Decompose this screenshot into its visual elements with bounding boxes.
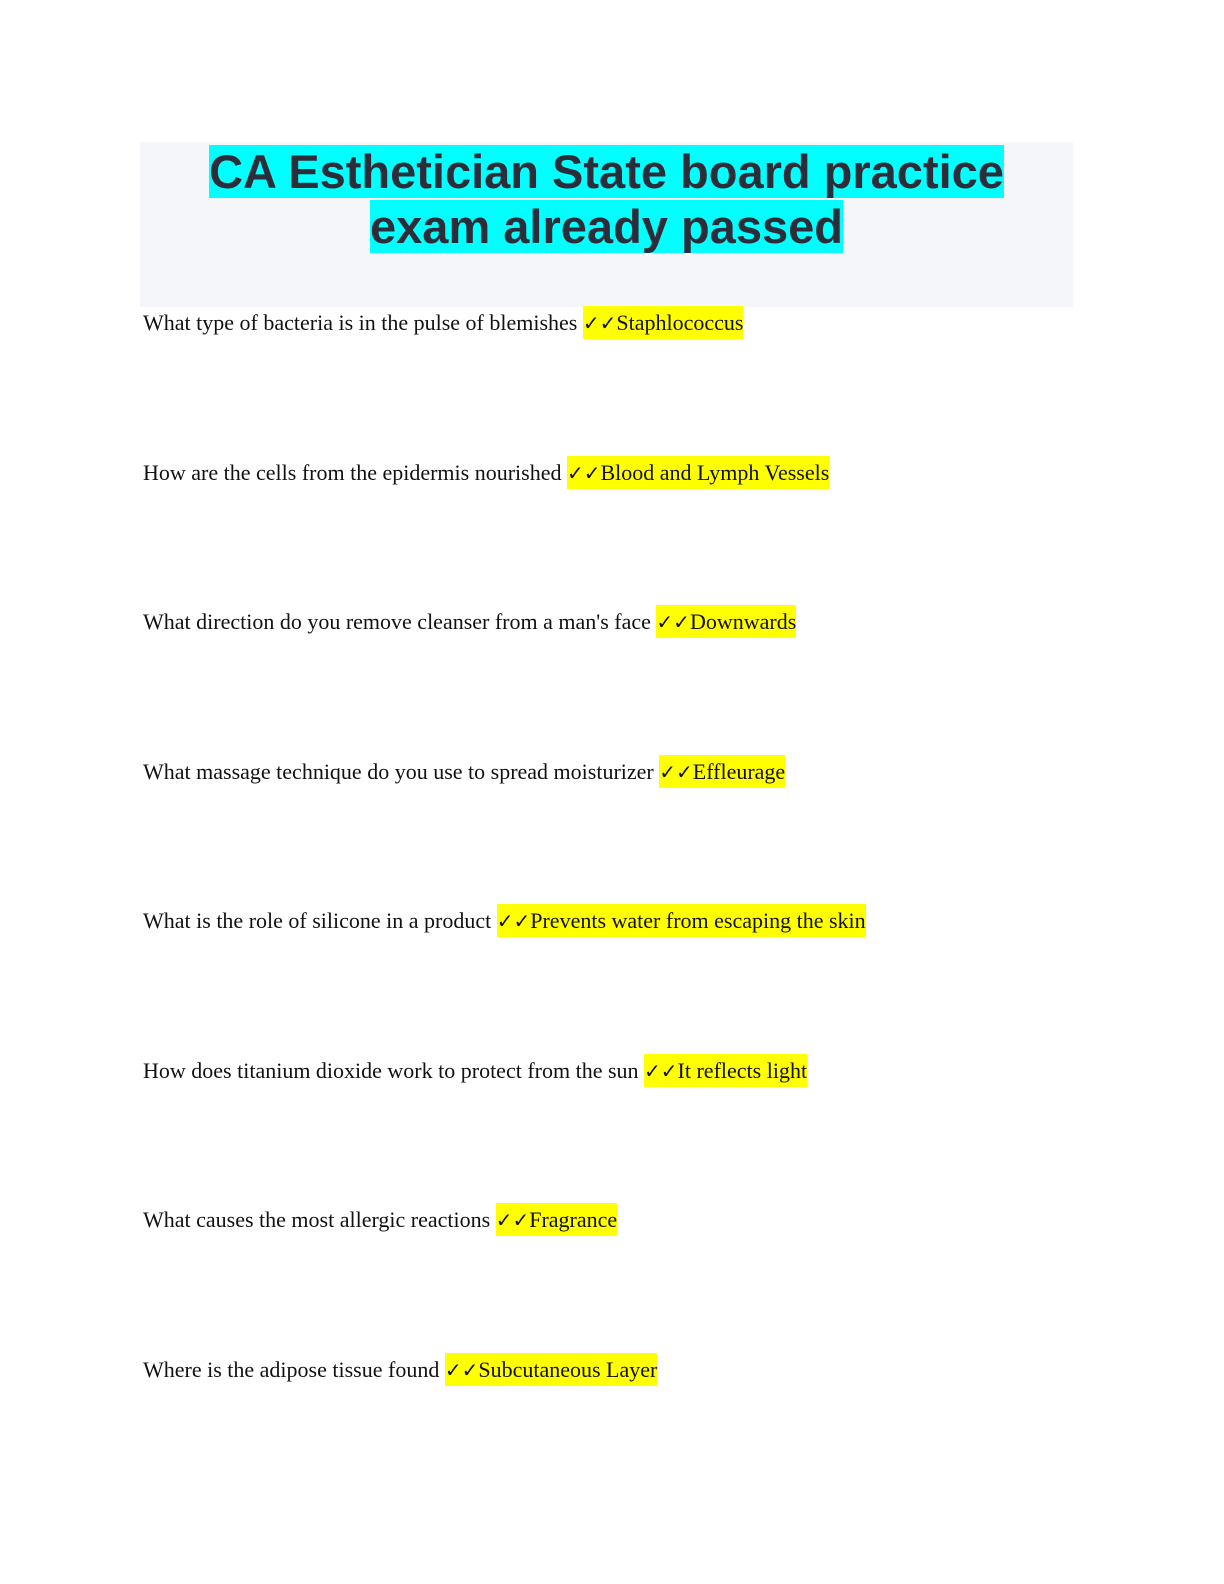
question: What direction do you remove cleanser fr… (143, 609, 651, 634)
check-icon: ✓✓ (659, 759, 693, 784)
qa-item: What is the role of silicone in a produc… (143, 904, 866, 937)
check-icon: ✓✓ (582, 311, 617, 335)
question: How does titanium dioxide work to protec… (143, 1057, 639, 1083)
question: What massage technique do you use to spr… (143, 758, 654, 784)
question: Where is the adipose tissue found (143, 1356, 440, 1382)
check-icon: ✓✓ (496, 909, 531, 933)
question: What type of bacteria is in the pulse of… (143, 310, 578, 335)
answer: ✓✓Staphlococcus (582, 306, 744, 339)
answer: ✓✓Blood and Lymph Vessels (566, 455, 830, 489)
question: What is the role of silicone in a produc… (143, 908, 492, 933)
check-icon: ✓✓ (495, 1208, 530, 1232)
answer: ✓✓Prevents water from escaping the skin (496, 904, 866, 937)
check-icon: ✓✓ (644, 1058, 678, 1083)
answer: ✓✓Downwards (656, 605, 797, 638)
qa-item: What massage technique do you use to spr… (143, 754, 786, 788)
check-icon: ✓✓ (566, 460, 601, 485)
qa-item: What direction do you remove cleanser fr… (143, 605, 797, 638)
answer: ✓✓Effleurage (659, 754, 786, 788)
qa-item: What causes the most allergic reactions … (143, 1203, 618, 1236)
check-icon: ✓✓ (656, 610, 690, 634)
check-icon: ✓✓ (444, 1357, 479, 1382)
answer: ✓✓It reflects light (644, 1053, 808, 1087)
question: What causes the most allergic reactions (143, 1207, 491, 1232)
qa-item: What type of bacteria is in the pulse of… (143, 306, 744, 339)
qa-item: Where is the adipose tissue found ✓✓Subc… (143, 1352, 658, 1386)
answer: ✓✓Fragrance (495, 1203, 618, 1236)
qa-item: How does titanium dioxide work to protec… (143, 1053, 808, 1087)
question: How are the cells from the epidermis nou… (143, 459, 562, 485)
answer: ✓✓Subcutaneous Layer (444, 1352, 658, 1386)
qa-item: How are the cells from the epidermis nou… (143, 455, 830, 489)
